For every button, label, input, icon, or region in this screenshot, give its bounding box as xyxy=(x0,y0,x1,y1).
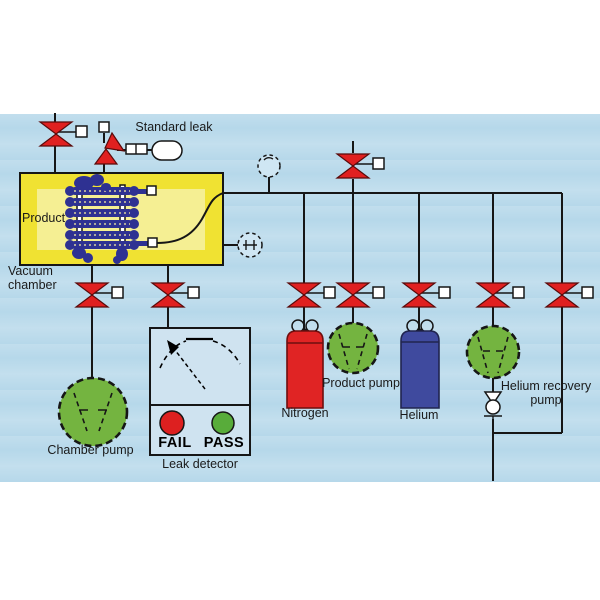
helium-cylinder xyxy=(400,319,440,409)
helium-valve xyxy=(402,282,451,308)
leak-detector-label: Leak detector xyxy=(162,457,238,471)
check-valve xyxy=(483,391,503,421)
product-pump-valve xyxy=(336,282,385,308)
pressure-gauge-manifold xyxy=(257,154,281,178)
capillary-restrictor xyxy=(125,143,148,155)
vacuum-gauge-chamber xyxy=(223,232,263,258)
fail-lamp xyxy=(159,410,185,436)
nitrogen-label: Nitrogen xyxy=(281,406,329,420)
pass-label: PASS xyxy=(203,435,245,451)
pass-lamp xyxy=(211,411,235,435)
helium-recovery-pump xyxy=(465,324,521,380)
manifold-vent-valve xyxy=(336,153,385,179)
helium-recovery-pump-label: Helium recovery pump xyxy=(500,379,592,407)
frost-blobs xyxy=(72,174,128,264)
helium-recovery-valve xyxy=(476,282,525,308)
product-pump-label: Product pump xyxy=(322,376,400,390)
leak-detector-valve xyxy=(151,282,200,308)
standard-leak-assembly xyxy=(93,121,183,165)
fail-label: FAIL xyxy=(158,435,192,451)
chamber-vent-valve xyxy=(39,121,88,147)
chamber-pump-label: Chamber pump xyxy=(47,443,134,457)
nitrogen-valve xyxy=(287,282,336,308)
helium-label: Helium xyxy=(399,408,439,422)
standard-leak-valve xyxy=(93,121,126,165)
standard-leak-reservoir xyxy=(151,140,183,161)
leak-detector xyxy=(149,327,251,456)
product-pump xyxy=(326,321,380,375)
product-label: Product xyxy=(22,211,66,225)
vacuum-chamber-label: Vacuum chamber xyxy=(8,264,57,292)
chamber-pump-valve xyxy=(75,282,124,308)
product-coil xyxy=(65,174,224,264)
meter-needle-arrow xyxy=(167,340,179,355)
chamber-pump xyxy=(57,376,129,448)
pipe-network xyxy=(54,113,563,481)
analog-meter xyxy=(159,337,241,390)
bypass-valve xyxy=(545,282,594,308)
nitrogen-cylinder xyxy=(286,319,324,409)
standard-leak-label: Standard leak xyxy=(135,120,213,134)
